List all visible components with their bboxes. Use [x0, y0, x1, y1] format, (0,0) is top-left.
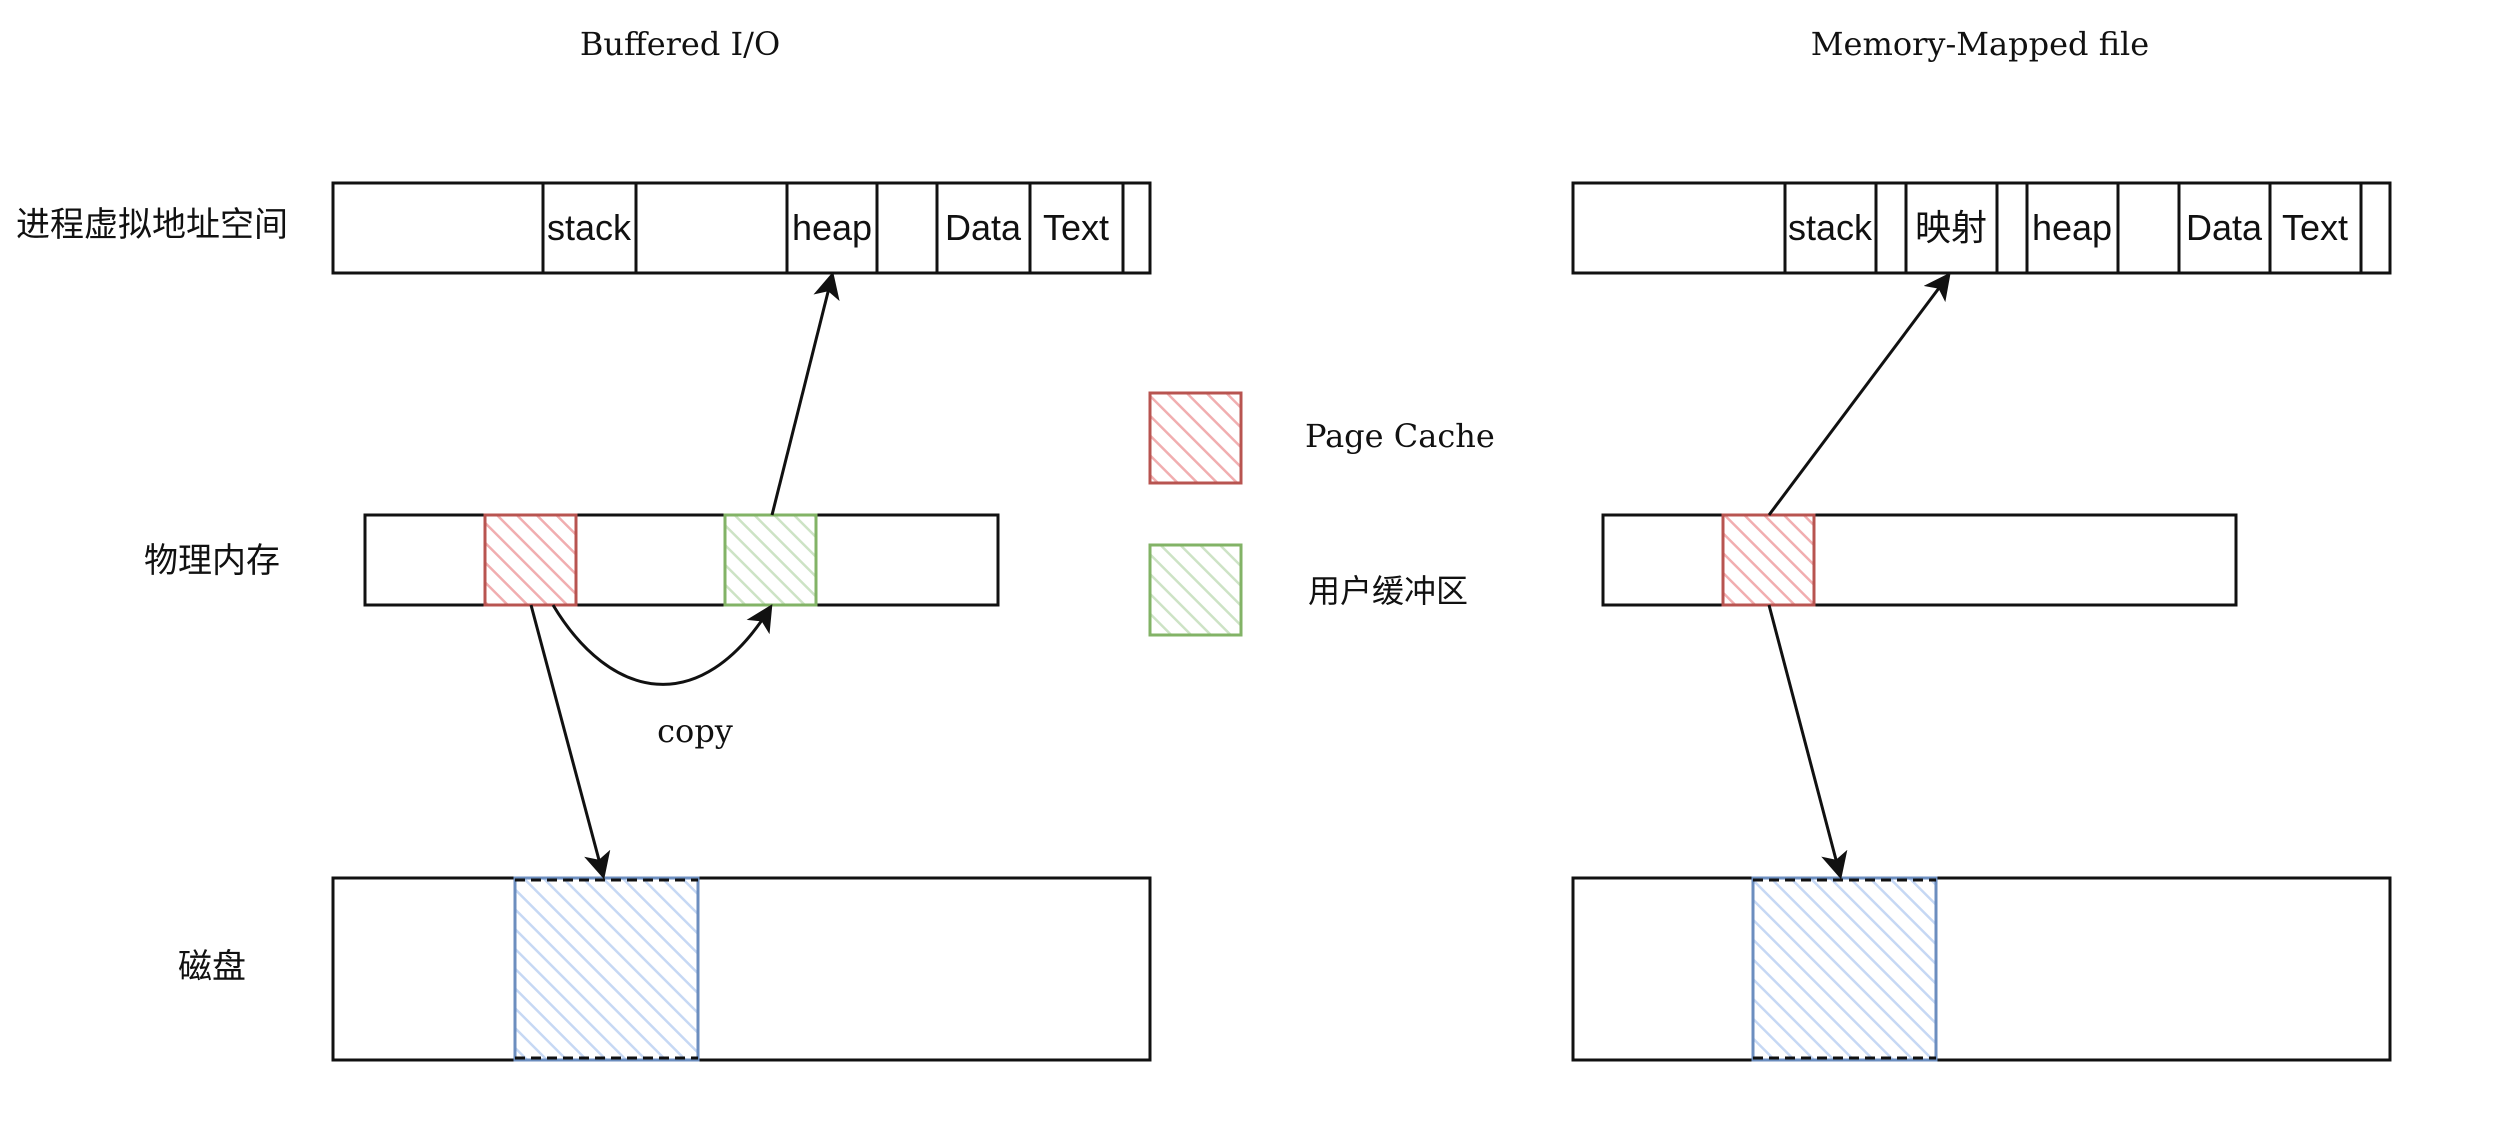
legend-page-cache-label: Page Cache: [1305, 417, 1495, 455]
left-seg-stack-label: stack: [547, 207, 632, 248]
row-label-disk: 磁盘: [178, 947, 246, 987]
right-seg-heap-label: heap: [2032, 207, 2112, 248]
left-seg-data-label: Data: [945, 207, 1022, 248]
right-seg-heap: [2025, 181, 2120, 275]
right-seg-data: [2177, 181, 2272, 275]
legend-user-buffer-label: 用户缓冲区: [1308, 572, 1468, 610]
right-seg-data-label: Data: [2186, 207, 2263, 248]
left-user-buffer-block: [723, 513, 818, 607]
right-arrow-cache-to-disk: [1767, 604, 1848, 880]
row-label-physical: 物理内存: [144, 541, 280, 581]
left-physical-bar: [363, 513, 1000, 607]
right-seg-text: [2268, 181, 2363, 275]
right-page-cache-block: [1721, 513, 1816, 607]
right-seg-mapping-label: 映射: [1915, 208, 1987, 249]
left-seg-stack: [541, 181, 638, 275]
left-seg-text-label: Text: [1043, 207, 1109, 248]
left-arrow-buffer-to-heap: [770, 271, 840, 516]
right-seg-text-label: Text: [2282, 207, 2348, 248]
copy-label: copy: [657, 712, 733, 750]
right-physical-bar: [1601, 513, 2238, 607]
left-disk-bar: [331, 876, 1152, 1062]
legend-page-cache-swatch: [1148, 391, 1243, 485]
legend-user-buffer-swatch: [1148, 543, 1243, 637]
right-seg-mapping: [1904, 181, 1999, 275]
right-seg-stack-label: stack: [1788, 207, 1873, 248]
right-seg-stack: [1783, 181, 1878, 275]
left-arrow-cache-to-disk: [529, 604, 611, 880]
left-seg-heap-label: heap: [792, 207, 872, 248]
left-page-cache-block: [483, 513, 578, 607]
left-arrow-copy: [551, 604, 773, 686]
row-label-virtual: 进程虚拟地址空间: [16, 205, 288, 245]
left-disk-block: [513, 876, 700, 1062]
right-disk-bar: [1571, 876, 2392, 1062]
right-disk-block: [1751, 876, 1938, 1062]
right-title: Memory-Mapped file: [1811, 25, 2149, 63]
right-arrow-cache-to-mapping: [1767, 272, 1951, 516]
left-title: Buffered I/O: [580, 25, 780, 63]
left-seg-text: [1028, 181, 1125, 275]
